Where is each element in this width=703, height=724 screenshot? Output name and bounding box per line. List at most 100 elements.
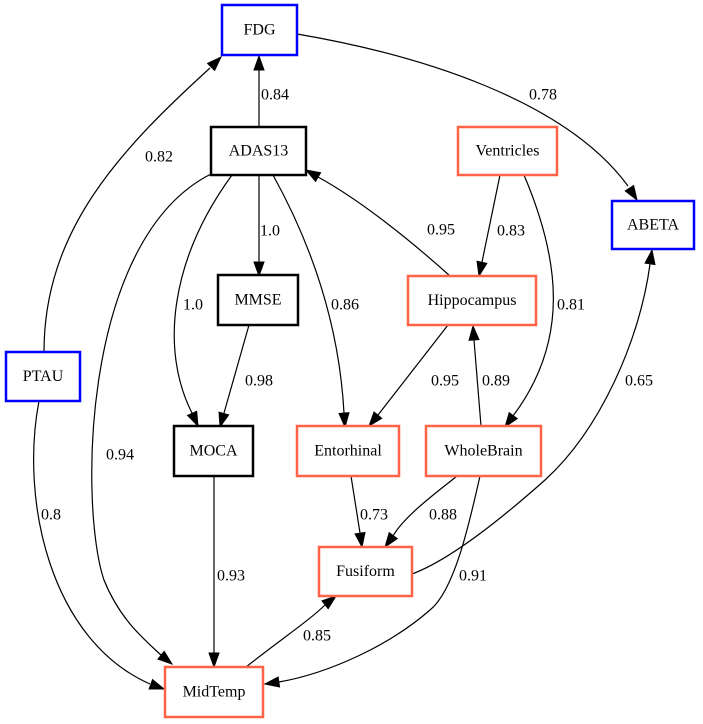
node-box [406,274,538,327]
node-box [4,350,82,403]
arrowhead [208,652,220,669]
edge-line [272,174,345,414]
edge-weight-label: 1.0 [260,223,280,240]
node-box [220,3,299,57]
edge-ventricles-to-hippocampus: 0.83 [476,174,525,278]
node-box [295,424,401,478]
node-label: PTAU [23,368,64,385]
edge-weight-label: 0.98 [245,373,273,390]
edge-adas13-to-moca: 1.0 [173,174,233,428]
arrowhead [338,412,350,429]
edge-line [473,339,482,427]
node-label: Ventricles [476,143,540,160]
edge-weight-label: 0.85 [303,628,331,645]
edge-adas13-to-midtemp: 0.94 [91,173,212,665]
node-mmse: MMSE [216,273,300,327]
node-hippocampus: Hippocampus [406,274,538,327]
arrowhead [468,324,480,341]
edge-line [392,475,458,537]
edge-entorhinal-to-fusiform: 0.73 [350,475,388,549]
arrowhead [368,411,383,428]
arrowhead [644,248,656,266]
arrowhead [157,650,174,665]
edge-weight-label: 0.93 [217,568,245,585]
edge-weight-label: 1.0 [183,297,203,314]
node-fdg: FDG [220,3,299,57]
node-box [317,545,414,598]
node-moca: MOCA [172,424,255,478]
edge-adas13-to-entorhinal: 0.86 [272,174,359,429]
node-box [163,665,265,719]
edge-line [43,67,211,353]
node-label: MidTemp [183,684,246,701]
node-midtemp: MidTemp [163,665,265,719]
edge-adas13-to-fdg: 0.84 [253,54,289,127]
arrowhead [304,169,322,183]
edge-weight-label: 0.88 [429,507,457,524]
arrowhead [218,411,230,429]
arrowhead [253,261,265,278]
node-box [172,424,255,478]
node-fusiform: Fusiform [317,545,414,598]
edge-line [223,324,250,414]
node-label: FDG [243,22,275,39]
edge-weight-label: 0.65 [625,373,653,390]
arrowhead [321,595,338,610]
arrowhead [263,676,281,688]
edge-ptau-to-fdg: 0.82 [43,55,223,353]
edge-line [350,475,361,534]
arrowhead [148,678,166,690]
arrowhead [206,55,223,72]
arrowhead [384,531,399,549]
edge-line [317,176,451,277]
edge-line [512,174,554,417]
node-label: ABETA [627,217,679,234]
edge-line [33,400,151,685]
edge-wholebrain-to-fusiform: 0.88 [384,475,458,549]
edge-wholebrain-to-hippocampus: 0.89 [468,324,510,427]
node-abeta: ABETA [610,199,696,251]
edge-ptau-to-midtemp: 0.8 [33,400,166,690]
edge-fusiform-to-abeta: 0.65 [411,248,656,575]
edge-line [91,173,212,657]
edge-line [245,603,327,668]
node-label: WholeBrain [444,443,522,460]
edge-fdg-to-abeta: 0.78 [296,33,638,202]
edge-weight-label: 0.95 [427,222,455,239]
arrowhead [504,411,519,429]
edge-line [278,475,481,683]
edge-wholebrain-to-midtemp: 0.91 [263,475,487,688]
node-label: Entorhinal [314,443,382,460]
edge-hippocampus-to-adas13: 0.95 [304,169,455,277]
edge-weight-label: 0.95 [431,373,459,390]
arrowhead [354,531,366,549]
edge-line [296,33,629,187]
edge-weight-label: 0.73 [360,507,388,524]
edge-weight-label: 0.94 [106,447,134,464]
node-adas13: ADAS13 [209,125,308,177]
node-box [424,424,543,478]
node-ventricles: Ventricles [456,125,559,177]
edge-weight-label: 0.78 [529,87,557,104]
edge-line [173,174,233,414]
edge-weight-label: 0.84 [261,87,289,104]
node-ptau: PTAU [4,350,82,403]
edge-line [377,324,449,416]
edge-hippocampus-to-entorhinal: 0.95 [368,324,459,428]
edge-midtemp-to-fusiform: 0.85 [245,595,338,668]
edge-weight-label: 0.8 [41,507,61,524]
edge-line [411,263,651,575]
edge-weight-label: 0.91 [459,568,487,585]
edge-weight-label: 0.86 [331,297,359,314]
node-label: MOCA [189,443,237,460]
node-box [610,199,696,251]
arrowhead [253,54,265,71]
node-box [456,125,559,177]
arrowhead [476,260,488,278]
arrowhead [624,184,638,202]
edge-weight-label: 0.89 [482,373,510,390]
edge-weight-label: 0.82 [145,149,173,166]
